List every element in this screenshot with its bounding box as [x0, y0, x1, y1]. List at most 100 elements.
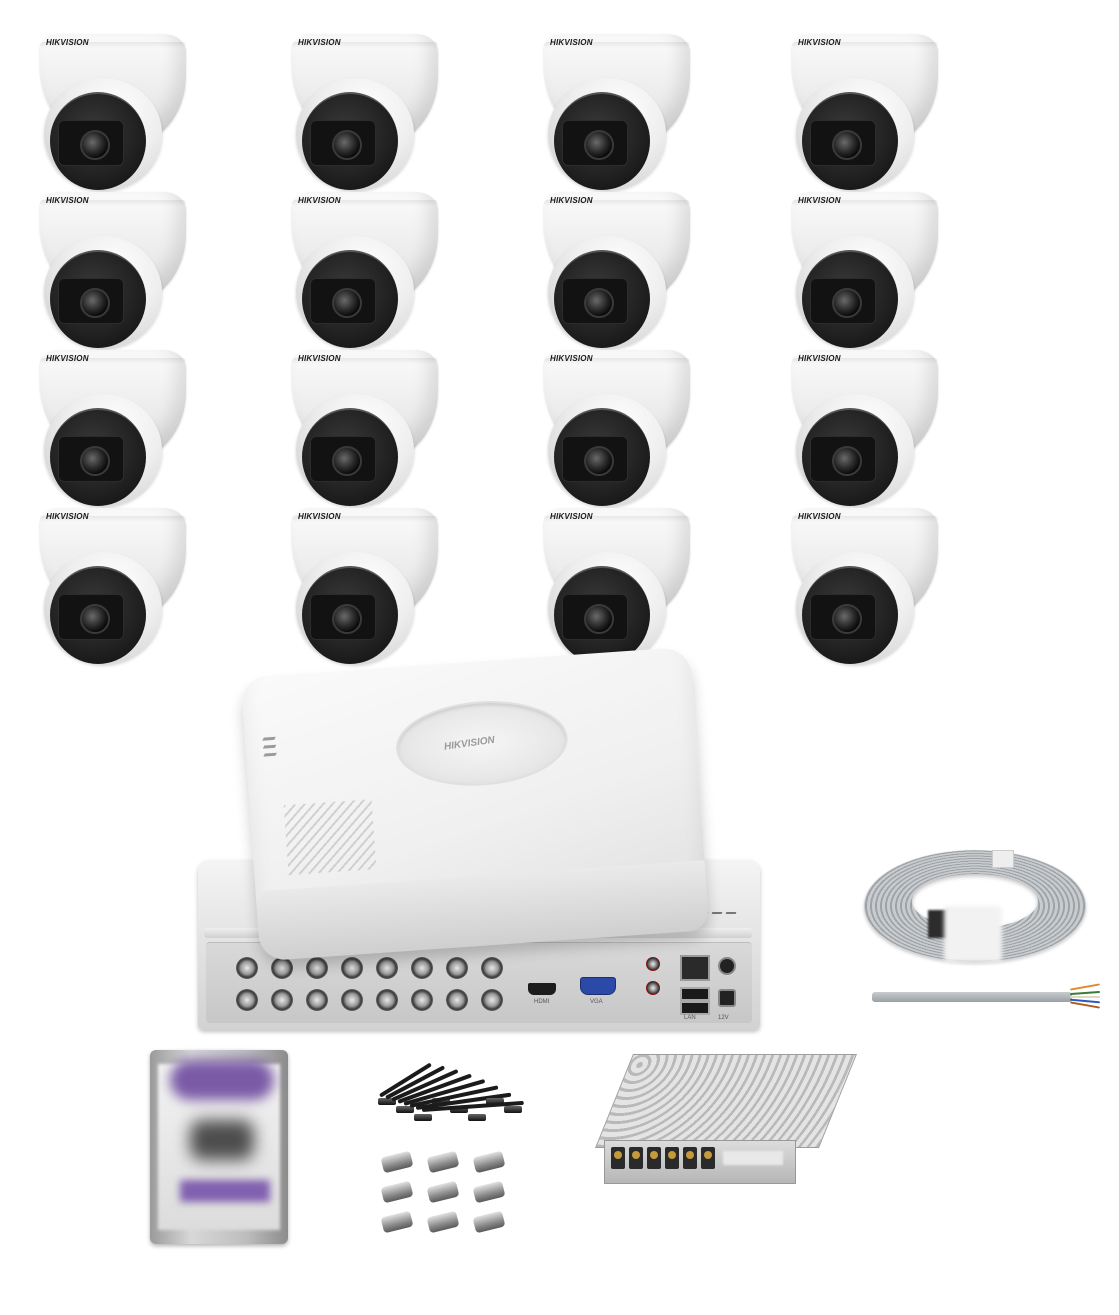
camera-lens-icon: [584, 604, 614, 634]
camera-lens-icon: [832, 130, 862, 160]
dvr-led-icon: [711, 912, 723, 914]
bnc-connector-icon: [380, 1180, 414, 1204]
dc-plug-icon: [396, 1106, 414, 1113]
bnc-port-icon: [306, 957, 328, 979]
coil-tag: [992, 850, 1014, 868]
audio-out-icon: [646, 957, 660, 971]
bnc-port-icon: [271, 957, 293, 979]
dome-camera: HIKVISION: [792, 350, 942, 510]
psu-label-blurred: [723, 1151, 783, 1165]
dome-camera: HIKVISION: [292, 192, 442, 352]
dome-camera: HIKVISION: [292, 34, 442, 194]
power-label: 12V: [718, 1015, 729, 1021]
camera-lens-icon: [832, 288, 862, 318]
camera-brand: HIKVISION: [798, 512, 841, 521]
camera-lens-icon: [80, 288, 110, 318]
dc-plug-icon: [378, 1098, 396, 1105]
bnc-port-icon: [236, 989, 258, 1011]
camera-lens-icon: [332, 446, 362, 476]
power-supply: [595, 1054, 857, 1184]
audio-in-icon: [646, 981, 660, 995]
bnc-port-icon: [236, 957, 258, 979]
camera-brand: HIKVISION: [550, 196, 593, 205]
bnc-port-icon: [411, 989, 433, 1011]
hdd-label-accent: [170, 1060, 274, 1100]
dvr-led-icon: [725, 912, 737, 914]
camera-lens-icon: [80, 446, 110, 476]
psu-front-panel: [604, 1140, 796, 1184]
bnc-port-icon: [271, 989, 293, 1011]
dome-camera: HIKVISION: [40, 34, 190, 194]
dome-camera: HIKVISION: [792, 508, 942, 668]
dc-plug-icon: [414, 1114, 432, 1121]
camera-lens-icon: [584, 130, 614, 160]
dome-camera: HIKVISION: [292, 508, 442, 668]
bnc-port-icon: [481, 989, 503, 1011]
dc-plug-icon: [486, 1098, 504, 1105]
dome-camera: HIKVISION: [40, 508, 190, 668]
hdmi-port-icon: [528, 983, 556, 995]
dc-plug-icon: [450, 1106, 468, 1113]
camera-brand: HIKVISION: [550, 354, 593, 363]
bnc-port-icon: [411, 957, 433, 979]
camera-brand: HIKVISION: [798, 38, 841, 47]
bnc-connector-icon: [472, 1210, 506, 1234]
bnc-connector-icon: [426, 1150, 460, 1174]
camera-brand: HIKVISION: [298, 196, 341, 205]
camera-brand: HIKVISION: [298, 354, 341, 363]
dc-input-icon: [718, 989, 736, 1007]
camera-lens-icon: [332, 604, 362, 634]
vga-port-icon: [580, 977, 616, 995]
bnc-port-icon: [376, 989, 398, 1011]
dome-camera: HIKVISION: [40, 192, 190, 352]
camera-lens-icon: [80, 130, 110, 160]
cable-coil: [864, 850, 1090, 968]
camera-brand: HIKVISION: [46, 512, 89, 521]
camera-lens-icon: [80, 604, 110, 634]
camera-brand: HIKVISION: [46, 354, 89, 363]
hard-drive: [150, 1050, 288, 1244]
coil-label-blurred: [944, 906, 1002, 962]
dome-camera: HIKVISION: [292, 350, 442, 510]
hdmi-label: HDMI: [534, 999, 550, 1005]
dome-camera: HIKVISION: [544, 508, 694, 668]
bnc-connector-icon: [380, 1210, 414, 1234]
dvr-status-leds: [262, 732, 277, 762]
camera-brand: HIKVISION: [798, 196, 841, 205]
camera-lens-icon: [332, 130, 362, 160]
bnc-port-icon: [341, 989, 363, 1011]
dome-camera: HIKVISION: [544, 192, 694, 352]
usb-port-icon: [680, 987, 710, 1001]
lan-port-icon: [680, 955, 710, 981]
camera-brand: HIKVISION: [298, 512, 341, 521]
power-button-icon: [718, 957, 736, 975]
cable-wires-icon: [1069, 983, 1106, 1010]
bnc-port-icon: [306, 989, 328, 1011]
bnc-port-icon: [446, 989, 468, 1011]
dc-plug-icon: [468, 1114, 486, 1121]
bnc-connector-icon: [472, 1150, 506, 1174]
dvr-vent-grille: [283, 799, 377, 876]
camera-brand: HIKVISION: [46, 38, 89, 47]
camera-brand: HIKVISION: [46, 196, 89, 205]
hdd-label-accent-bottom: [180, 1180, 270, 1202]
dc-plug-icon: [504, 1106, 522, 1113]
camera-lens-icon: [832, 446, 862, 476]
hdd-label-text-blurred: [190, 1120, 254, 1160]
camera-brand: HIKVISION: [298, 38, 341, 47]
vga-label: VGA: [590, 999, 603, 1005]
bnc-port-icon: [376, 957, 398, 979]
psu-vent-top: [595, 1054, 857, 1148]
cable-straight: [872, 983, 1101, 1009]
dome-camera: HIKVISION: [792, 34, 942, 194]
connector-set: [370, 1050, 530, 1246]
bnc-connector-icon: [380, 1150, 414, 1174]
camera-lens-icon: [832, 604, 862, 634]
lan-label: LAN: [684, 1015, 696, 1021]
dvr-rear-panel: HDMI VGA LAN 12V: [206, 942, 752, 1023]
bnc-connector-icon: [426, 1180, 460, 1204]
bnc-port-icon: [341, 957, 363, 979]
bnc-connector-icon: [472, 1180, 506, 1204]
camera-lens-icon: [332, 288, 362, 318]
bnc-port-icon: [446, 957, 468, 979]
